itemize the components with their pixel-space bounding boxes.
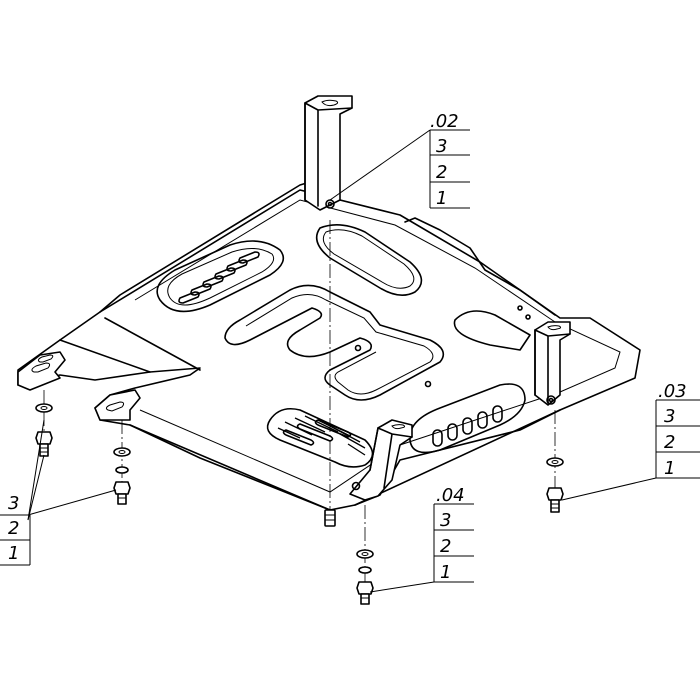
- callout-03-line-1: 3: [664, 406, 675, 427]
- callout-04: .04 3 2 1: [369, 485, 474, 593]
- callout-02-line-2: 2: [436, 162, 447, 183]
- plate-hole: [525, 314, 531, 320]
- callout-04-line-2: 2: [440, 536, 451, 557]
- bracket-rear-top: [304, 95, 353, 211]
- fastener-stack-right: [546, 457, 564, 513]
- callout-02-line-3: 1: [436, 188, 447, 209]
- plate-side-flange: [404, 217, 556, 316]
- front-ear-slot: [105, 401, 125, 412]
- leader-line: [329, 129, 431, 201]
- callout-03-line-3: 1: [664, 458, 675, 479]
- plate-hole: [354, 344, 362, 352]
- leader-line: [27, 489, 117, 516]
- callout-02-line-1: 3: [436, 136, 447, 157]
- callout-left-line-3: 1: [8, 543, 19, 564]
- left-ear-slot: [31, 354, 54, 373]
- callout-04-label: .04: [436, 485, 465, 506]
- front-mount-ear: [94, 389, 141, 421]
- callout-04-line-1: 3: [440, 510, 451, 531]
- callout-03: .03 3 2 1: [561, 381, 700, 501]
- callout-04-line-3: 1: [440, 562, 451, 583]
- callout-03-line-2: 2: [664, 432, 675, 453]
- fastener-stack-bottom: [356, 549, 374, 605]
- plate-fold-line: [59, 317, 561, 511]
- emboss-top-oval-inner: [322, 229, 415, 289]
- bolt-stub-center: [324, 509, 336, 527]
- callout-left-line-1: 3: [8, 493, 19, 514]
- skid-plate: [17, 181, 641, 511]
- vent-slots-left: [178, 251, 260, 304]
- callout-02-label: .02: [430, 111, 459, 132]
- bracket-front-right: [349, 419, 413, 501]
- fastener-stack-front: [113, 447, 131, 505]
- callout-left-line-2: 2: [8, 518, 19, 539]
- emboss-serpentine-inner: [245, 294, 434, 395]
- callout-02: .02 3 2 1: [329, 111, 470, 209]
- bracket-right: [534, 321, 571, 406]
- emboss-left-oval: [156, 240, 285, 313]
- callout-03-label: .03: [658, 381, 687, 402]
- emboss-serpentine: [224, 284, 445, 401]
- vent-slots-right: [432, 405, 503, 447]
- emboss-right-oval: [453, 310, 531, 351]
- leader-line: [27, 419, 45, 521]
- emboss-bottom-oval: [266, 407, 374, 468]
- plate-hole: [517, 305, 523, 311]
- plate-hole: [424, 380, 432, 388]
- emboss-bottom-right-oval: [409, 383, 526, 454]
- emboss-left-oval-inner: [167, 248, 275, 306]
- emboss-top-oval: [315, 224, 423, 296]
- callout-left: 3 2 1: [0, 419, 117, 566]
- leader-line: [27, 454, 45, 521]
- leader-line: [369, 581, 435, 593]
- leader-line: [561, 477, 657, 501]
